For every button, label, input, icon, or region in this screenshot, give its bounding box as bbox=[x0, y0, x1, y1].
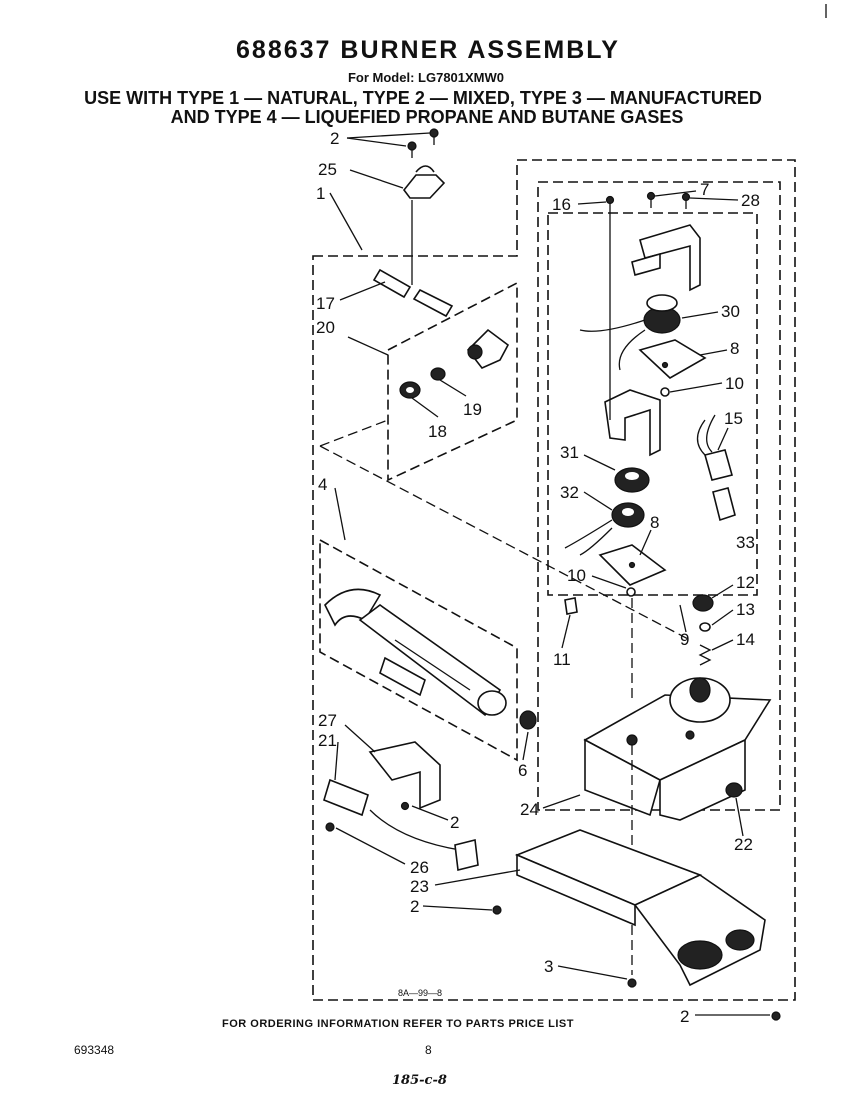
screw-part-3 bbox=[627, 978, 637, 988]
solenoid-bracket-top bbox=[631, 224, 701, 292]
callout-33: 33 bbox=[736, 533, 755, 552]
callout-16: 16 bbox=[552, 195, 571, 214]
cap-part-12 bbox=[692, 594, 714, 612]
igniter-bracket-part-27 bbox=[368, 741, 441, 810]
callout-10-upper: 10 bbox=[725, 374, 744, 393]
callout-4: 4 bbox=[318, 475, 327, 494]
document-number: 693348 bbox=[74, 1043, 115, 1057]
gas-type-usage-line-1: USE WITH TYPE 1 — NATURAL, TYPE 2 — MIXE… bbox=[84, 88, 762, 108]
callout-9: 9 bbox=[680, 630, 689, 649]
clip-part-11 bbox=[564, 597, 578, 615]
bracket-part-25 bbox=[402, 165, 446, 199]
callout-28: 28 bbox=[741, 191, 760, 210]
orifice-holder-part-20 bbox=[466, 328, 510, 369]
orifice-part-6 bbox=[519, 710, 537, 730]
solenoid-bracket-lower bbox=[604, 389, 661, 457]
screw-part-2-outside bbox=[771, 1011, 781, 1021]
callout-11: 11 bbox=[553, 650, 571, 669]
callout-2-igniter: 2 bbox=[450, 813, 459, 832]
callout-23: 23 bbox=[410, 877, 429, 896]
page-number: 8 bbox=[425, 1043, 432, 1057]
model-number: For Model: LG7801XMW0 bbox=[347, 70, 505, 85]
burner-group-boundary bbox=[319, 538, 518, 762]
callout-12: 12 bbox=[736, 573, 755, 592]
callout-20: 20 bbox=[316, 318, 335, 337]
coil-part-32 bbox=[564, 502, 645, 556]
drawing-code: 8A—99—8 bbox=[398, 988, 442, 998]
gas-valve-part-24 bbox=[583, 677, 772, 821]
callout-22: 22 bbox=[734, 835, 753, 854]
callout-2-top: 2 bbox=[330, 129, 339, 148]
assembly-boundary bbox=[312, 159, 796, 1001]
callout-8-lower: 8 bbox=[650, 513, 659, 532]
callout-21: 21 bbox=[318, 731, 337, 750]
o-ring-part-10-upper bbox=[660, 387, 670, 397]
callout-2-bracket: 2 bbox=[410, 897, 419, 916]
callout-25: 25 bbox=[318, 160, 337, 179]
callout-15: 15 bbox=[724, 409, 743, 428]
solenoid-group-boundary bbox=[547, 212, 758, 596]
callout-3: 3 bbox=[544, 957, 553, 976]
callout-30: 30 bbox=[721, 302, 740, 321]
callout-17: 17 bbox=[316, 294, 335, 313]
callout-7: 7 bbox=[700, 180, 709, 199]
page-title: 688637 BURNER ASSEMBLY bbox=[236, 36, 620, 64]
orifice-group-boundary bbox=[387, 281, 518, 482]
gasket-part-8-upper bbox=[638, 339, 707, 379]
washer-part-13 bbox=[699, 622, 711, 632]
burner-tube-part-4 bbox=[324, 588, 507, 717]
callout-6: 6 bbox=[518, 761, 527, 780]
handwritten-code: 185-c-8 bbox=[392, 1073, 447, 1088]
callout-18: 18 bbox=[428, 422, 447, 441]
spring-part-14 bbox=[698, 644, 712, 666]
ordering-note: FOR ORDERING INFORMATION REFER TO PARTS … bbox=[222, 1018, 574, 1030]
callout-8-upper: 8 bbox=[730, 339, 739, 358]
nut-part-19 bbox=[430, 367, 446, 381]
orifice-leader-dashed bbox=[319, 419, 691, 641]
callout-19: 19 bbox=[463, 400, 482, 419]
gasket-part-8-lower bbox=[598, 544, 667, 586]
callout-13: 13 bbox=[736, 600, 755, 619]
leader-lines bbox=[329, 132, 770, 1016]
connector-part-33 bbox=[712, 487, 736, 522]
orifice-part-18 bbox=[399, 381, 421, 399]
o-ring-part-10-lower bbox=[626, 587, 636, 597]
screws-part-2-26 bbox=[325, 801, 410, 832]
mounting-bracket-part-23 bbox=[514, 829, 766, 987]
igniter-part-21 bbox=[323, 778, 479, 871]
screws-parts-7-16-28 bbox=[605, 191, 691, 212]
gas-type-usage-line-2: AND TYPE 4 — LIQUEFIED PROPANE AND BUTAN… bbox=[170, 107, 684, 127]
callout-1: 1 bbox=[316, 184, 325, 203]
screw-part-2-lower bbox=[492, 905, 502, 915]
fitting-part-22 bbox=[725, 782, 743, 798]
callout-24: 24 bbox=[520, 800, 539, 819]
harness-part-15 bbox=[696, 414, 733, 481]
callout-27: 27 bbox=[318, 711, 337, 730]
callout-31: 31 bbox=[560, 443, 579, 462]
tube-part-17 bbox=[372, 268, 454, 318]
callout-2-outside: 2 bbox=[680, 1007, 689, 1026]
valve-group-boundary bbox=[537, 181, 781, 811]
callout-32: 32 bbox=[560, 483, 579, 502]
callout-26: 26 bbox=[410, 858, 429, 877]
callout-14: 14 bbox=[736, 630, 755, 649]
solenoid-coil-part-30 bbox=[579, 294, 681, 371]
callout-10-lower: 10 bbox=[567, 566, 586, 585]
coil-part-31 bbox=[614, 467, 650, 493]
